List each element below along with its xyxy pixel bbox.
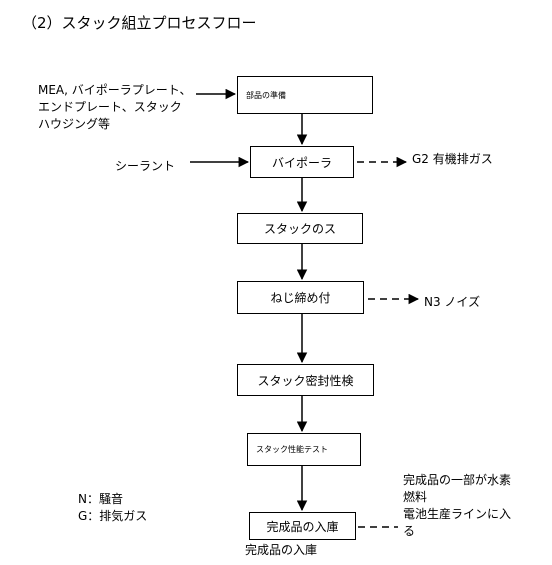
legend-noise: N：騒音 — [78, 492, 123, 506]
materials-line-1: MEA, バイポーラプレート、 — [38, 83, 192, 97]
step-performance-test: スタック性能テスト — [247, 433, 361, 466]
step-parts-preparation: 部品の準備 — [237, 76, 373, 114]
materials-input-label: MEA, バイポーラプレート、 エンドプレート、スタック ハウジング等 — [38, 82, 192, 133]
step-stack-assembly: スタックのス — [237, 213, 363, 244]
step-screw-tightening: ねじ締め付 — [237, 281, 364, 314]
legend-exhaust: G：排気ガス — [78, 509, 148, 523]
materials-line-2: エンドプレート、スタック — [38, 100, 182, 114]
output-product-note: 完成品の一部が水素 燃料 電池生産ラインに入 る — [403, 472, 511, 540]
legend: N：騒音 G：排気ガス — [78, 491, 147, 525]
step-warehousing: 完成品の入庫 — [249, 512, 356, 540]
product-note-line-1: 完成品の一部が水素 — [403, 473, 512, 487]
sealant-input-label: シーラント — [115, 159, 176, 173]
step-bipolar: バイポーラ — [250, 146, 354, 178]
output-g2: G2 有機排ガス — [412, 152, 493, 166]
product-note-line-3: 電池生産ラインに入 — [403, 507, 512, 521]
page-title: （2）スタック組立プロセスフロー — [22, 14, 257, 32]
materials-line-3: ハウジング等 — [38, 117, 111, 131]
step-seal-inspection: スタック密封性検 — [237, 364, 374, 396]
output-n3: N3 ノイズ — [424, 295, 481, 309]
product-note-line-2: 燃料 — [403, 490, 428, 504]
product-note-line-4: る — [403, 524, 416, 538]
step-caption: 完成品の入庫 — [245, 543, 318, 557]
